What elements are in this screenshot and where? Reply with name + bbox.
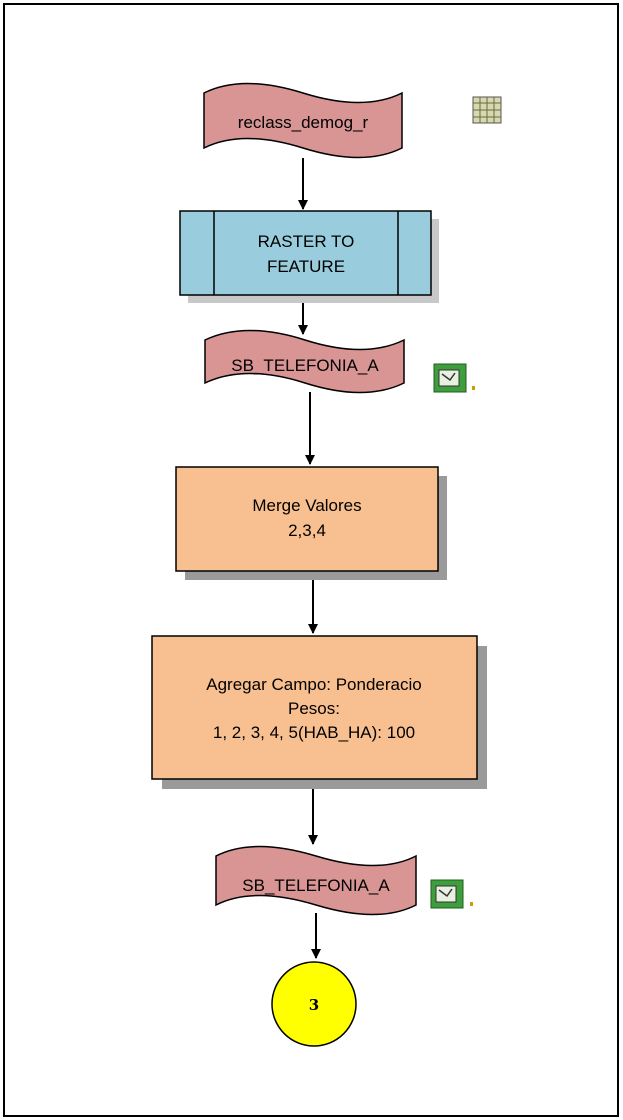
node-add-field[interactable]: Agregar Campo: Ponderacio Pesos: 1, 2, 3… <box>151 635 487 789</box>
node-label-line2: FEATURE <box>267 257 345 276</box>
node-label-line2: 2,3,4 <box>288 521 326 540</box>
connector-circle <box>271 961 357 1047</box>
connector-label: 3 <box>309 996 319 1014</box>
node-label: SB_TELEFONIA_A <box>231 356 379 375</box>
raster-grid-icon <box>472 96 502 124</box>
node-label-line3: 1, 2, 3, 4, 5(HAB_HA): 100 <box>213 723 415 742</box>
node-output-feature-2[interactable]: SB_TELEFONIA_A <box>215 845 417 916</box>
tool-box <box>179 210 432 296</box>
process-box <box>151 635 478 780</box>
node-label-line1: Merge Valores <box>252 496 361 515</box>
node-label-line1: Agregar Campo: Ponderacio <box>206 675 421 694</box>
data-shape <box>203 82 403 159</box>
data-shape <box>215 845 417 916</box>
node-merge-values[interactable]: Merge Valores 2,3,4 <box>175 466 447 580</box>
node-label: SB_TELEFONIA_A <box>242 876 390 895</box>
node-label-line2: Pesos: <box>288 699 340 718</box>
node-label-line1: RASTER TO <box>258 232 355 251</box>
node-input-raster[interactable]: reclass_demog_r <box>203 82 403 159</box>
node-raster-to-feature[interactable]: RASTER TO FEATURE <box>179 210 439 303</box>
node-output-feature-1[interactable]: SB_TELEFONIA_A <box>204 329 405 394</box>
node-label: reclass_demog_r <box>238 113 369 132</box>
feature-class-icon <box>433 363 475 393</box>
data-shape <box>204 329 405 394</box>
node-connector[interactable]: 3 <box>271 961 357 1047</box>
process-box <box>175 466 439 572</box>
feature-class-icon <box>430 879 473 909</box>
